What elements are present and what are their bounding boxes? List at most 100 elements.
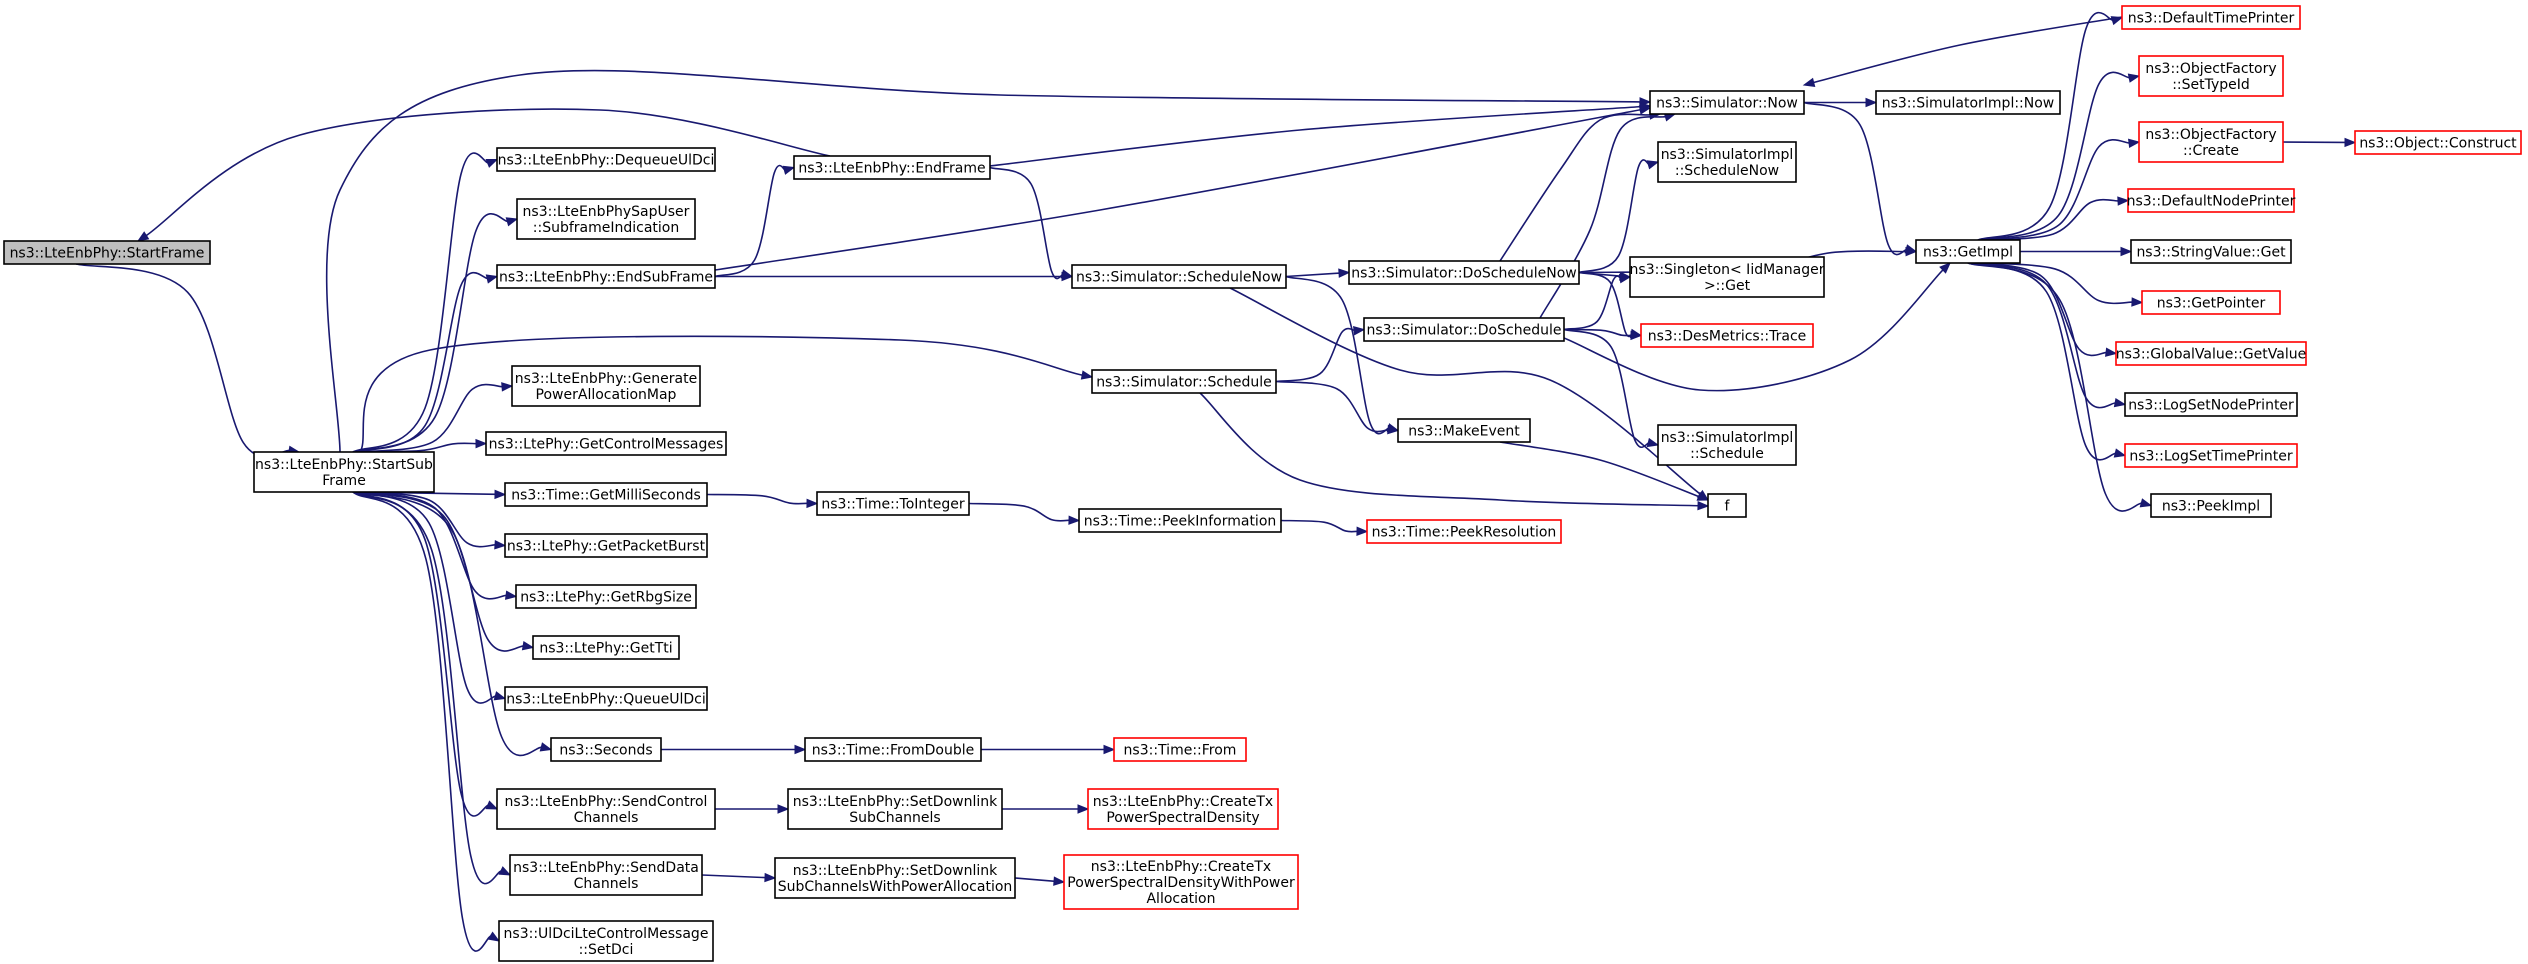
node-create-tx-psd-power[interactable]: ns3::LteEnbPhy::CreateTxPowerSpectralDen… bbox=[1063, 854, 1299, 910]
node-f[interactable]: f bbox=[1707, 493, 1747, 518]
node-schedule-now[interactable]: ns3::Simulator::ScheduleNow bbox=[1071, 264, 1287, 289]
node-get-tti-box[interactable] bbox=[532, 635, 680, 660]
node-make-event-box[interactable] bbox=[1397, 418, 1531, 443]
node-get-pointer-box[interactable] bbox=[2141, 290, 2281, 315]
node-default-node-printer[interactable]: ns3::DefaultNodePrinter bbox=[2127, 188, 2296, 213]
node-peek-impl-box[interactable] bbox=[2150, 493, 2272, 518]
node-sap-user-subframe[interactable]: ns3::LteEnbPhySapUser::SubframeIndicatio… bbox=[516, 198, 696, 240]
node-schedule-now-box[interactable] bbox=[1071, 264, 1287, 289]
node-ul-dci-set-dci-box[interactable] bbox=[498, 920, 714, 962]
node-seconds[interactable]: ns3::Seconds bbox=[550, 737, 662, 762]
node-peek-impl[interactable]: ns3::PeekImpl bbox=[2150, 493, 2272, 518]
node-des-metrics-trace[interactable]: ns3::DesMetrics::Trace bbox=[1640, 323, 1814, 348]
node-create-tx-psd[interactable]: ns3::LteEnbPhy::CreateTxPowerSpectralDen… bbox=[1087, 788, 1279, 830]
node-get-rbg-size[interactable]: ns3::LtePhy::GetRbgSize bbox=[515, 584, 697, 609]
node-do-schedule[interactable]: ns3::Simulator::DoSchedule bbox=[1363, 317, 1565, 342]
node-impl-schedule-box[interactable] bbox=[1657, 424, 1797, 466]
node-dequeue-ul-dci-box[interactable] bbox=[496, 147, 716, 172]
node-get-control-messages[interactable]: ns3::LtePhy::GetControlMessages bbox=[485, 431, 727, 456]
node-get-packet-burst-box[interactable] bbox=[504, 533, 708, 558]
node-make-event[interactable]: ns3::MakeEvent bbox=[1397, 418, 1531, 443]
node-object-factory-create[interactable]: ns3::ObjectFactory::Create bbox=[2138, 121, 2284, 163]
node-get-pointer[interactable]: ns3::GetPointer bbox=[2141, 290, 2281, 315]
node-log-set-node-printer[interactable]: ns3::LogSetNodePrinter bbox=[2124, 392, 2298, 417]
node-get-impl[interactable]: ns3::GetImpl bbox=[1915, 239, 2021, 264]
node-get-tti[interactable]: ns3::LtePhy::GetTti bbox=[532, 635, 680, 660]
node-create-tx-psd-power-box[interactable] bbox=[1063, 854, 1299, 910]
node-default-node-printer-box[interactable] bbox=[2127, 188, 2295, 213]
node-get-packet-burst[interactable]: ns3::LtePhy::GetPacketBurst bbox=[504, 533, 708, 558]
node-des-metrics-trace-box[interactable] bbox=[1640, 323, 1814, 348]
node-log-set-time-printer[interactable]: ns3::LogSetTimePrinter bbox=[2124, 443, 2298, 468]
node-time-from[interactable]: ns3::Time::From bbox=[1113, 737, 1247, 762]
node-do-schedule-box[interactable] bbox=[1363, 317, 1565, 342]
node-log-set-node-printer-box[interactable] bbox=[2124, 392, 2298, 417]
node-f-box[interactable] bbox=[1707, 493, 1747, 518]
node-peek-resolution[interactable]: ns3::Time::PeekResolution bbox=[1366, 519, 1562, 544]
node-default-time-printer-box[interactable] bbox=[2121, 5, 2301, 30]
node-do-schedule-now-box[interactable] bbox=[1348, 260, 1580, 285]
node-object-construct-box[interactable] bbox=[2354, 130, 2522, 155]
node-get-milliseconds-box[interactable] bbox=[504, 482, 708, 507]
node-peek-information[interactable]: ns3::Time::PeekInformation bbox=[1078, 508, 1282, 533]
node-ul-dci-set-dci[interactable]: ns3::UlDciLteControlMessage::SetDci bbox=[498, 920, 714, 962]
node-end-subframe[interactable]: ns3::LteEnbPhy::EndSubFrame bbox=[496, 264, 716, 289]
node-generate-power-map[interactable]: ns3::LteEnbPhy::GeneratePowerAllocationM… bbox=[511, 365, 701, 407]
node-peek-information-box[interactable] bbox=[1078, 508, 1282, 533]
node-sap-user-subframe-box[interactable] bbox=[516, 198, 696, 240]
node-to-integer[interactable]: ns3::Time::ToInteger bbox=[816, 491, 970, 516]
node-object-factory-set-type-id-box[interactable] bbox=[2138, 55, 2284, 97]
node-set-downlink-subchannels-power[interactable]: ns3::LteEnbPhy::SetDownlinkSubChannelsWi… bbox=[774, 857, 1016, 899]
node-dequeue-ul-dci[interactable]: ns3::LteEnbPhy::DequeueUlDci bbox=[496, 147, 716, 172]
node-set-downlink-subchannels-power-box[interactable] bbox=[774, 857, 1016, 899]
node-start-frame-box[interactable] bbox=[3, 240, 211, 265]
node-schedule-box[interactable] bbox=[1091, 369, 1277, 394]
node-impl-schedule[interactable]: ns3::SimulatorImpl::Schedule bbox=[1657, 424, 1797, 466]
node-impl-now-box[interactable] bbox=[1875, 90, 2061, 115]
node-to-integer-box[interactable] bbox=[816, 491, 970, 516]
node-log-set-time-printer-box[interactable] bbox=[2124, 443, 2298, 468]
node-get-control-messages-box[interactable] bbox=[485, 431, 727, 456]
node-send-control-channels-box[interactable] bbox=[496, 788, 716, 830]
node-queue-ul-dci-box[interactable] bbox=[504, 686, 708, 711]
node-string-value-get-box[interactable] bbox=[2130, 239, 2292, 264]
node-from-double[interactable]: ns3::Time::FromDouble bbox=[804, 737, 982, 762]
node-get-milliseconds[interactable]: ns3::Time::GetMilliSeconds bbox=[504, 482, 708, 507]
node-impl-schedule-now[interactable]: ns3::SimulatorImpl::ScheduleNow bbox=[1657, 141, 1797, 183]
node-from-double-box[interactable] bbox=[804, 737, 982, 762]
node-time-from-box[interactable] bbox=[1113, 737, 1247, 762]
node-do-schedule-now[interactable]: ns3::Simulator::DoScheduleNow bbox=[1348, 260, 1580, 285]
node-set-downlink-subchannels-box[interactable] bbox=[787, 788, 1003, 830]
node-seconds-box[interactable] bbox=[550, 737, 662, 762]
node-impl-now[interactable]: ns3::SimulatorImpl::Now bbox=[1875, 90, 2061, 115]
node-simulator-now-box[interactable] bbox=[1649, 90, 1805, 115]
node-string-value-get[interactable]: ns3::StringValue::Get bbox=[2130, 239, 2292, 264]
node-end-frame-box[interactable] bbox=[793, 155, 991, 180]
node-global-value-get-value-box[interactable] bbox=[2115, 341, 2307, 366]
node-schedule[interactable]: ns3::Simulator::Schedule bbox=[1091, 369, 1277, 394]
node-default-time-printer[interactable]: ns3::DefaultTimePrinter bbox=[2121, 5, 2301, 30]
node-end-subframe-box[interactable] bbox=[496, 264, 716, 289]
node-generate-power-map-box[interactable] bbox=[511, 365, 701, 407]
node-get-rbg-size-box[interactable] bbox=[515, 584, 697, 609]
node-object-factory-set-type-id[interactable]: ns3::ObjectFactory::SetTypeId bbox=[2138, 55, 2284, 97]
node-object-factory-create-box[interactable] bbox=[2138, 121, 2284, 163]
node-end-frame[interactable]: ns3::LteEnbPhy::EndFrame bbox=[793, 155, 991, 180]
node-create-tx-psd-box[interactable] bbox=[1087, 788, 1279, 830]
node-start-frame[interactable]: ns3::LteEnbPhy::StartFrame bbox=[3, 240, 211, 265]
node-send-data-channels-box[interactable] bbox=[509, 854, 703, 896]
node-queue-ul-dci[interactable]: ns3::LteEnbPhy::QueueUlDci bbox=[504, 686, 708, 711]
node-object-construct[interactable]: ns3::Object::Construct bbox=[2354, 130, 2522, 155]
node-singleton-get-box[interactable] bbox=[1629, 256, 1825, 298]
node-start-subframe-box[interactable] bbox=[253, 451, 435, 493]
node-simulator-now[interactable]: ns3::Simulator::Now bbox=[1649, 90, 1805, 115]
node-get-impl-box[interactable] bbox=[1915, 239, 2021, 264]
node-global-value-get-value[interactable]: ns3::GlobalValue::GetValue bbox=[2115, 341, 2307, 366]
node-singleton-get[interactable]: ns3::Singleton< IidManager>::Get bbox=[1629, 256, 1825, 298]
node-peek-resolution-box[interactable] bbox=[1366, 519, 1562, 544]
node-impl-schedule-now-box[interactable] bbox=[1657, 141, 1797, 183]
